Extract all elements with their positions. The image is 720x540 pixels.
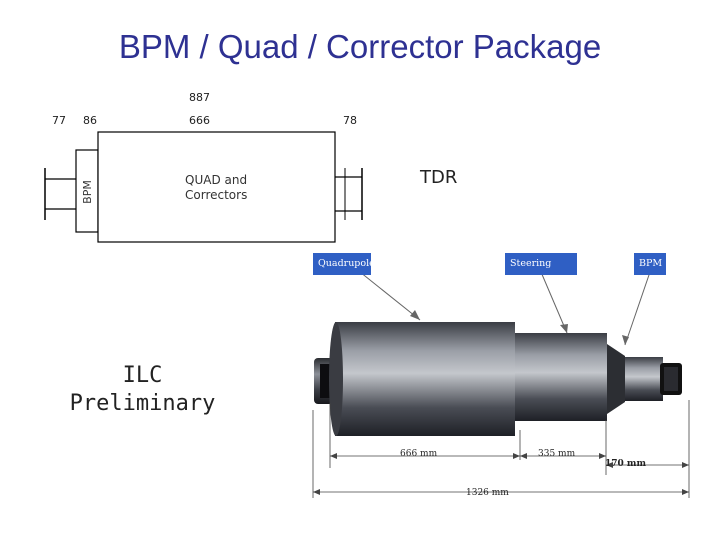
steering-arrow (540, 271, 568, 334)
dimension-lines (312, 400, 690, 498)
quadrupole-arrow (359, 271, 421, 321)
dim-right: 78 (343, 114, 357, 127)
callout-bpm: BPM (634, 253, 666, 275)
quadrupole-arrowhead (410, 310, 420, 320)
quad-body-end (329, 322, 343, 436)
bpm-body (625, 357, 663, 401)
steering-dipole-body (515, 333, 607, 421)
dim-335-mm: 335 mm (538, 449, 576, 459)
left-flange-ring (320, 364, 332, 398)
quad-label: QUAD and Correctors (185, 173, 248, 202)
bpm-arrowhead (622, 335, 629, 345)
dimension-arrowheads (313, 453, 689, 495)
bpm-arrow (624, 271, 651, 346)
dim-gap: 86 (83, 114, 97, 127)
callout-quadrupole: Quadrupole (313, 253, 375, 275)
transition-cone (607, 344, 625, 414)
dim-quad-length: 666 (189, 114, 210, 127)
dim-666-mm: 666 mm (400, 449, 438, 459)
dim-1326-mm: 1326 mm (466, 488, 509, 498)
dim-bpm-left: 77 (52, 114, 66, 127)
right-flange-ring (664, 367, 678, 391)
quad-box (97, 131, 336, 243)
dim-total: 887 (189, 91, 210, 104)
ilc-preliminary-watermark: ILC Preliminary (69, 363, 216, 416)
tdr-label: TDR (420, 167, 458, 188)
dim-170-mm: 170 mm (605, 459, 646, 469)
callout-steering-dipole: Steering dipole (505, 253, 577, 285)
page-title: BPM / Quad / Corrector Package (118, 28, 602, 65)
steering-arrowhead (560, 324, 568, 333)
quad-body (335, 322, 515, 436)
